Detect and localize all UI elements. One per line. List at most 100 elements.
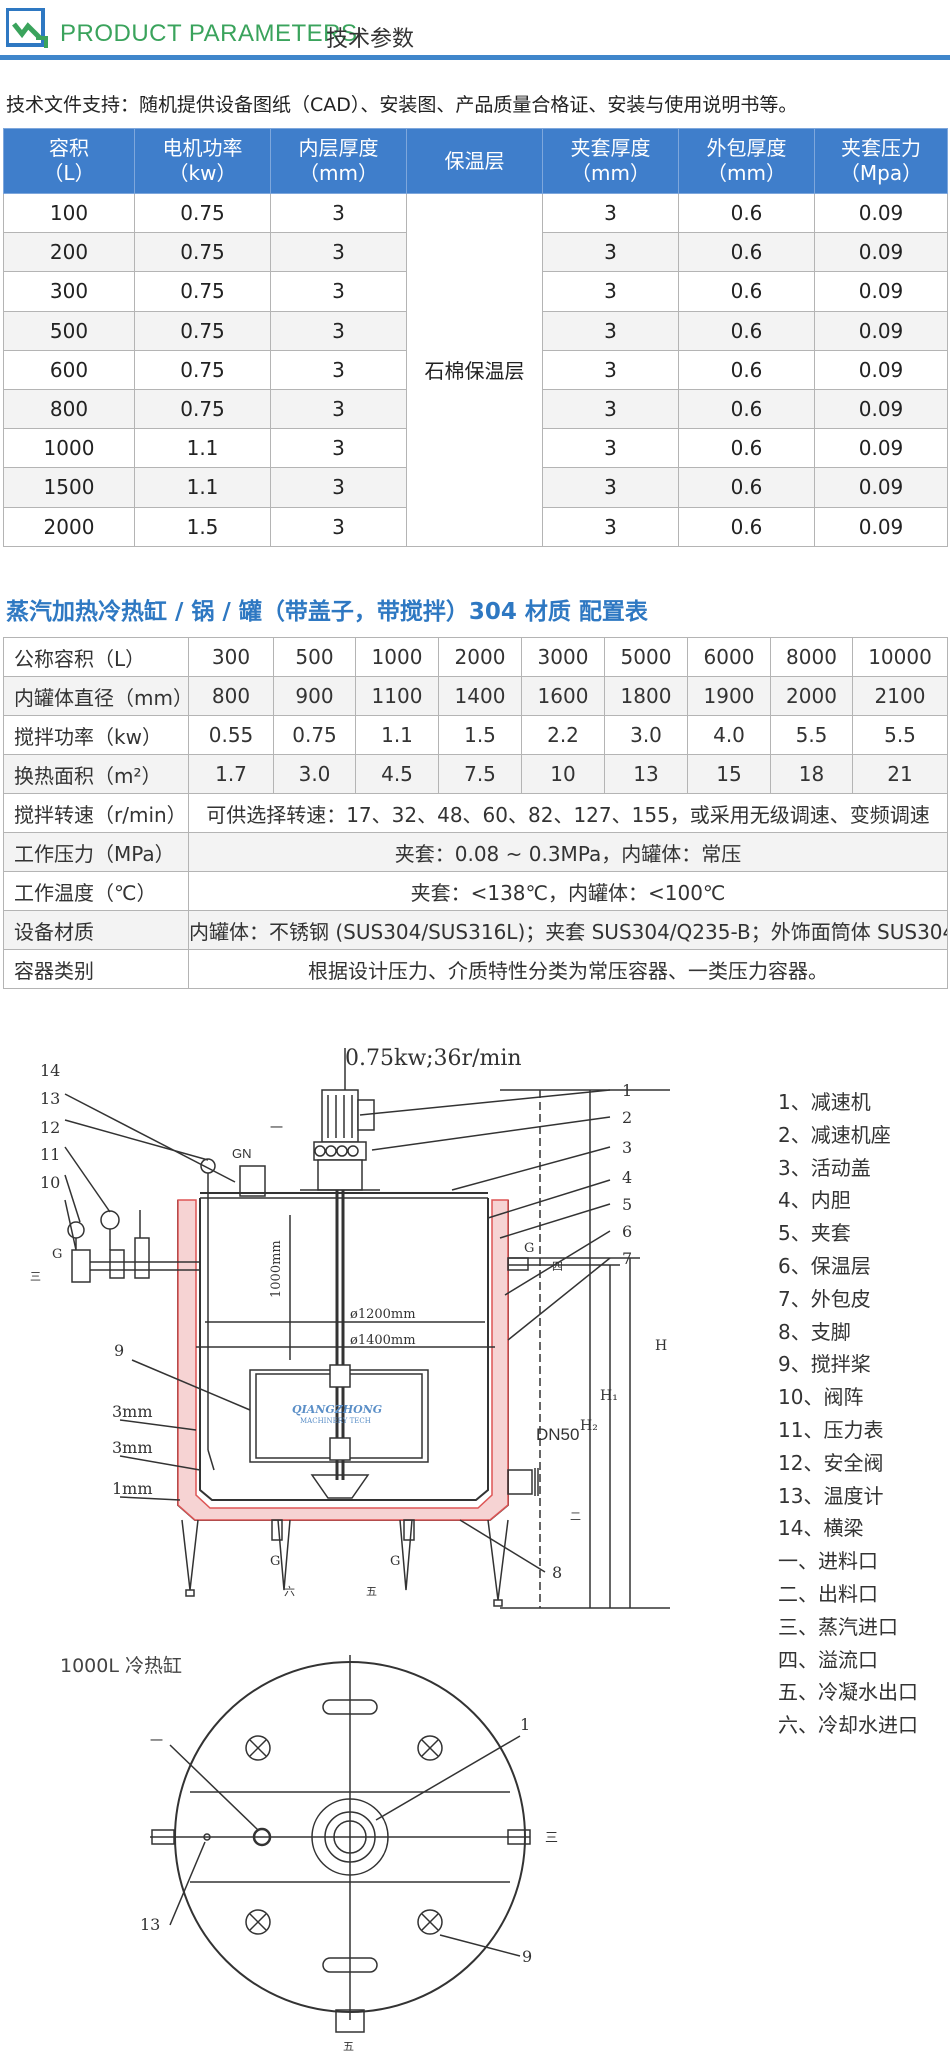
- table-cell: 0.09: [814, 271, 948, 312]
- table-cell: 0.09: [814, 232, 948, 273]
- g-label-bottom-1: G: [270, 1554, 280, 1569]
- table-cell: 1900: [687, 676, 771, 716]
- topview-callout-13: 13: [140, 1915, 160, 1934]
- header-line1: 电机功率: [162, 136, 243, 160]
- table-cell: 0.6: [678, 467, 815, 508]
- legend-item: 11、压力表: [778, 1417, 884, 1442]
- callout-5: 5: [622, 1195, 632, 1214]
- table-cell: 15: [687, 754, 771, 794]
- table-row: 容器类别根据设计压力、介质特性分类为常压容器、一类压力容器。: [3, 949, 948, 989]
- table-cell: 300: [3, 271, 135, 312]
- row-label: 换热面积（m²）: [3, 754, 189, 794]
- mark-5: 五: [366, 1585, 377, 1598]
- table-cell: 18: [770, 754, 853, 794]
- mark-2: 二: [570, 1510, 581, 1523]
- table-cell: 0.75: [134, 349, 271, 390]
- page-header: PRODUCT PARAMETERS 技术参数: [0, 0, 950, 62]
- table-row: 工作压力（MPa）夹套：0.08 ~ 0.3MPa，内罐体：常压: [3, 832, 948, 872]
- topview-mark-1: 一: [150, 1734, 163, 1749]
- table-cell: 3: [270, 506, 407, 547]
- g-label-right: G: [524, 1241, 534, 1256]
- table-cell: 0.09: [814, 349, 948, 390]
- header-line1: 夹套厚度: [570, 136, 651, 160]
- table-cell: 3: [542, 310, 679, 351]
- dn50-label: DN50: [536, 1425, 579, 1444]
- table-cell: 1.5: [438, 715, 522, 755]
- params-table: 容积（L）电机功率（kw）内层厚度（mm）保温层夹套厚度（mm）外包厚度（mm）…: [3, 128, 948, 547]
- table-cell: 1800: [604, 676, 688, 716]
- table-cell: 3: [542, 506, 679, 547]
- table-cell: 3: [542, 349, 679, 390]
- table-cell: 500: [3, 310, 135, 351]
- row-label: 工作温度（℃）: [3, 871, 189, 911]
- header-divider: [0, 55, 950, 60]
- table-cell: 6000: [687, 637, 771, 677]
- params-header-cell: 夹套压力（Mpa）: [814, 128, 948, 194]
- table-cell: 2000: [3, 506, 135, 547]
- table-cell: 500: [273, 637, 356, 677]
- mark-6: 六: [284, 1585, 295, 1598]
- table-cell: 0.09: [814, 506, 948, 547]
- mark-3: 三: [30, 1270, 41, 1283]
- table-cell: 8000: [770, 637, 853, 677]
- table-cell: 5000: [604, 637, 688, 677]
- params-header-cell: 容积（L）: [3, 128, 135, 194]
- row-label: 搅拌功率（kw）: [3, 715, 189, 755]
- callout-2: 2: [622, 1108, 632, 1127]
- row-label: 搅拌转速（r/min）: [3, 793, 189, 833]
- table-cell: 3: [542, 271, 679, 312]
- table-cell: 3: [270, 388, 407, 430]
- legend-item: 1、减速机: [778, 1090, 871, 1114]
- legend-item: 一、进料口: [778, 1549, 878, 1574]
- table-cell: 0.75: [134, 192, 271, 234]
- thickness-3mm-a: 3mm: [112, 1402, 153, 1421]
- row-label: 设备材质: [3, 910, 189, 950]
- table-cell: 13: [604, 754, 688, 794]
- header-line2: （mm）: [571, 161, 650, 185]
- mark-4: 四: [552, 1260, 563, 1273]
- span-cell: 内罐体：不锈钢 (SUS304/SUS316L)；夹套 SUS304/Q235-…: [188, 910, 948, 950]
- topview-mark-5: 五: [343, 2040, 354, 2053]
- table-cell: 0.6: [678, 349, 815, 390]
- table-cell: 0.75: [134, 310, 271, 351]
- table-cell: 1100: [355, 676, 439, 716]
- table-cell: 900: [273, 676, 356, 716]
- callout-3: 3: [622, 1138, 632, 1157]
- callout-14: 14: [40, 1061, 60, 1080]
- legend-item: 4、内胆: [778, 1188, 851, 1213]
- legend-item: 10、阀阵: [778, 1385, 864, 1410]
- row-label: 工作压力（MPa）: [3, 832, 189, 872]
- table-cell: 0.6: [678, 192, 815, 234]
- table-cell: 0.75: [273, 715, 356, 755]
- table-cell: 300: [188, 637, 274, 677]
- table-cell: 0.6: [678, 506, 815, 547]
- table-cell: 0.6: [678, 232, 815, 273]
- table-cell: 0.6: [678, 388, 815, 430]
- table-cell: 800: [188, 676, 274, 716]
- header-line2: （L）: [43, 161, 95, 185]
- table-cell: 1.1: [355, 715, 439, 755]
- tank-technical-drawing: 0.75kw;36r/min 1000mm ø1200mm ø1400mm 3m…: [30, 1046, 670, 2053]
- table-cell: 1.5: [134, 506, 271, 547]
- table-cell: 0.55: [188, 715, 274, 755]
- table-cell: 1.1: [134, 467, 271, 508]
- g-label-left: G: [52, 1247, 62, 1262]
- dim-h2-label: H₂: [580, 1418, 598, 1434]
- callout-13: 13: [40, 1089, 60, 1108]
- table-cell: 3: [270, 349, 407, 390]
- legend-item: 13、温度计: [778, 1483, 884, 1508]
- header-line2: （mm）: [299, 161, 378, 185]
- table-cell: 3: [270, 310, 407, 351]
- thickness-3mm-b: 3mm: [112, 1438, 153, 1457]
- legend-item: 六、冷却水进口: [778, 1713, 918, 1738]
- legend-item: 五、冷凝水出口: [778, 1680, 918, 1705]
- mark-1: 一: [270, 1121, 283, 1136]
- table-cell: 3: [270, 467, 407, 508]
- table-cell: 3: [270, 271, 407, 312]
- header-line2: （kw）: [168, 161, 237, 185]
